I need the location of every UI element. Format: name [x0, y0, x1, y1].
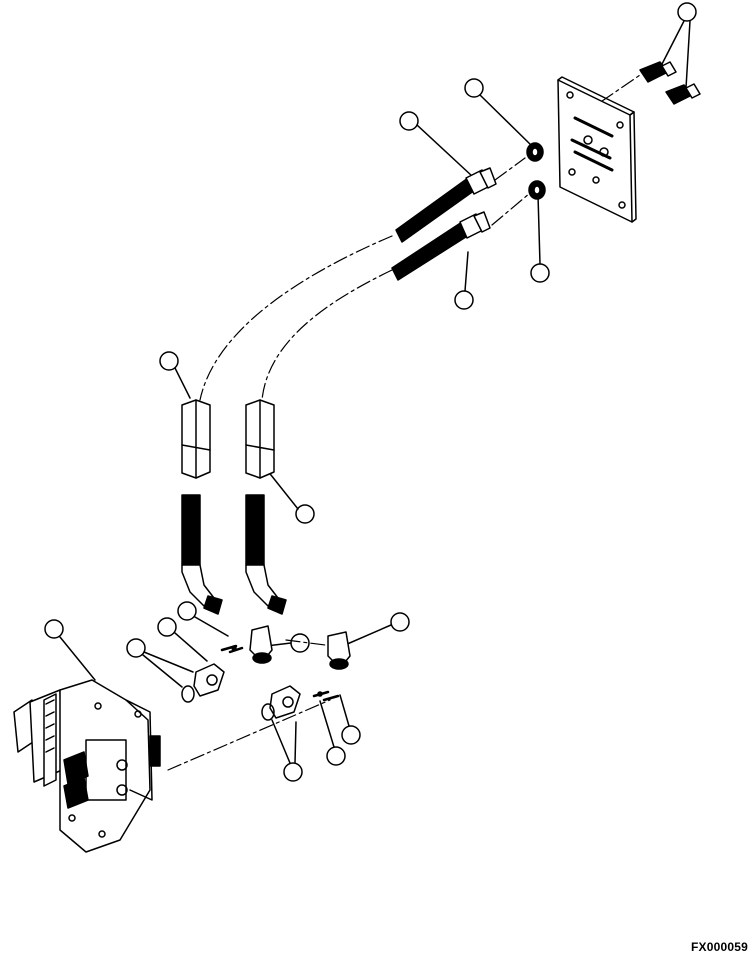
callout-elbow-mid — [265, 633, 310, 653]
callout-hose-upper — [399, 111, 473, 177]
centerline-hose-b — [261, 269, 393, 401]
callout-oring-left — [126, 638, 194, 688]
callout-hose-clamp-top — [159, 351, 191, 399]
hose-icon — [391, 167, 497, 281]
centerline-seal-upper — [494, 157, 526, 181]
callout-bolt-left — [157, 617, 208, 662]
callout-group — [44, 2, 697, 782]
callout-fittings-top — [659, 2, 697, 89]
callout-bolt-right — [339, 694, 361, 745]
elbow-icon — [249, 625, 351, 670]
centerline-elbow — [285, 639, 326, 646]
callout-seal-upper — [464, 78, 533, 147]
centerline-seal-lower — [491, 192, 531, 226]
flange-icon — [193, 663, 301, 719]
clamp-icon — [181, 399, 275, 479]
callout-motor — [44, 619, 96, 681]
callout-seal-lower — [530, 194, 550, 283]
figure-code: FX000059 — [691, 940, 748, 954]
centerlines — [167, 74, 641, 771]
callout-elbow-right — [344, 612, 410, 646]
washer-icon — [526, 142, 546, 200]
plate-icon — [557, 76, 637, 223]
callout-elbow-left — [177, 601, 229, 637]
centerline-fittings — [559, 74, 641, 131]
o-ring-icon — [181, 685, 275, 721]
callout-hose-lower — [454, 251, 474, 310]
callout-oring-right — [271, 719, 303, 782]
callout-hose-clamp-right — [266, 469, 315, 524]
centerline-motor — [167, 699, 331, 771]
bolt-icon — [220, 644, 340, 702]
callout-washer-right — [319, 700, 346, 766]
motor-icon — [13, 679, 161, 853]
adapter-fitting-icon — [639, 61, 701, 105]
hose-vertical-icon — [181, 494, 287, 615]
centerline-hose-a — [199, 235, 393, 401]
